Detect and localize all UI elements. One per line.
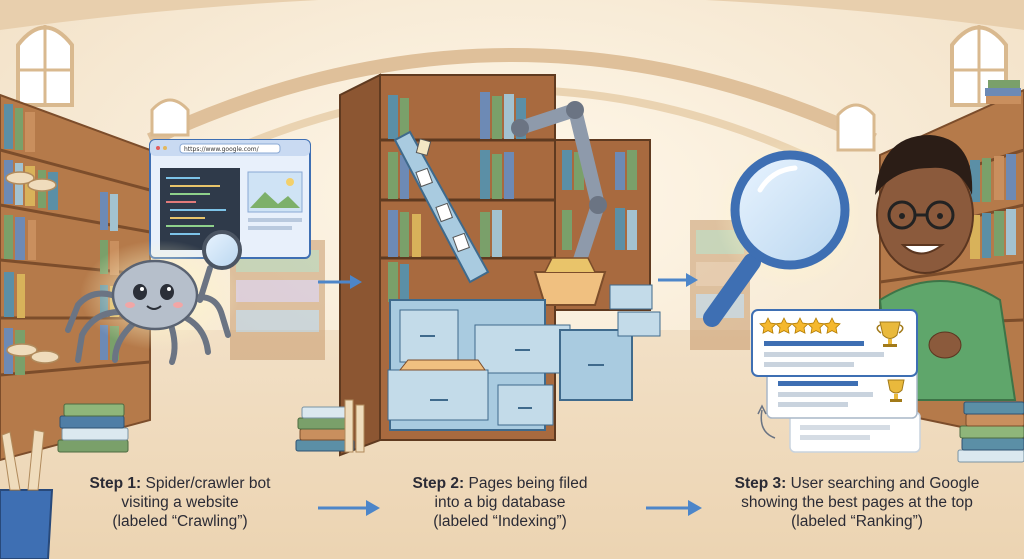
- book-stack-right: [957, 401, 1024, 463]
- step-1-line1: Spider/crawler bot: [145, 475, 271, 492]
- step-2-line1: Pages being filed: [468, 475, 588, 492]
- window-left: [16, 25, 74, 107]
- step-3-line2: showing the best pages at the top: [741, 494, 973, 511]
- result-card-top: [751, 309, 918, 377]
- result-card-second: [766, 367, 918, 419]
- step-1-label: Step 1:: [89, 475, 142, 492]
- step-3-label: Step 3:: [734, 475, 787, 492]
- magnifier-large-icon: [703, 140, 865, 327]
- step-3-line1: User searching and Google: [790, 475, 980, 492]
- step-1-caption: Step 1: Spider/crawler bot visiting a we…: [70, 474, 290, 531]
- step-2-label: Step 2:: [412, 475, 465, 492]
- curved-arrow-icon: [760, 409, 776, 439]
- browser-url: https://www.google.com/: [184, 146, 260, 153]
- arrow-right-icon: [318, 500, 380, 516]
- book-stack-left: [57, 403, 129, 453]
- pencil-cup: [0, 429, 54, 559]
- book-stack-center: [295, 399, 365, 453]
- step-2-caption: Step 2: Pages being filed into a big dat…: [400, 474, 600, 531]
- arrow-right-icon: [646, 500, 702, 516]
- step-2-line2: into a big database: [434, 494, 566, 511]
- spider-bot: [65, 240, 240, 365]
- step-1-line3: (labeled “Crawling”): [112, 513, 248, 530]
- trophy-icon: [876, 321, 904, 347]
- window-right-2: [836, 103, 876, 152]
- browser-window: https://www.google.com/: [149, 139, 311, 259]
- window-left-2: [150, 98, 190, 137]
- star-rating: [759, 317, 841, 334]
- step-2-line3: (labeled “Indexing”): [433, 513, 567, 530]
- scrolls: [5, 171, 60, 364]
- filing-cabinet: [387, 284, 661, 431]
- ceiling: [0, 0, 1024, 30]
- arrow-right-icon: [318, 275, 362, 289]
- magnifier-small-icon: [197, 230, 242, 303]
- robotic-arm: [511, 101, 607, 306]
- step-1-line2: visiting a website: [121, 494, 239, 511]
- left-bookshelf: [0, 93, 151, 462]
- arrow-right-icon: [658, 273, 698, 287]
- step-3-caption: Step 3: User searching and Google showin…: [712, 474, 1002, 531]
- trophy-icon: [887, 379, 905, 402]
- search-results: [751, 309, 921, 453]
- step-3-line3: (labeled “Ranking”): [791, 513, 923, 530]
- ceiling-arch: [147, 48, 877, 147]
- document-chute: [393, 130, 490, 284]
